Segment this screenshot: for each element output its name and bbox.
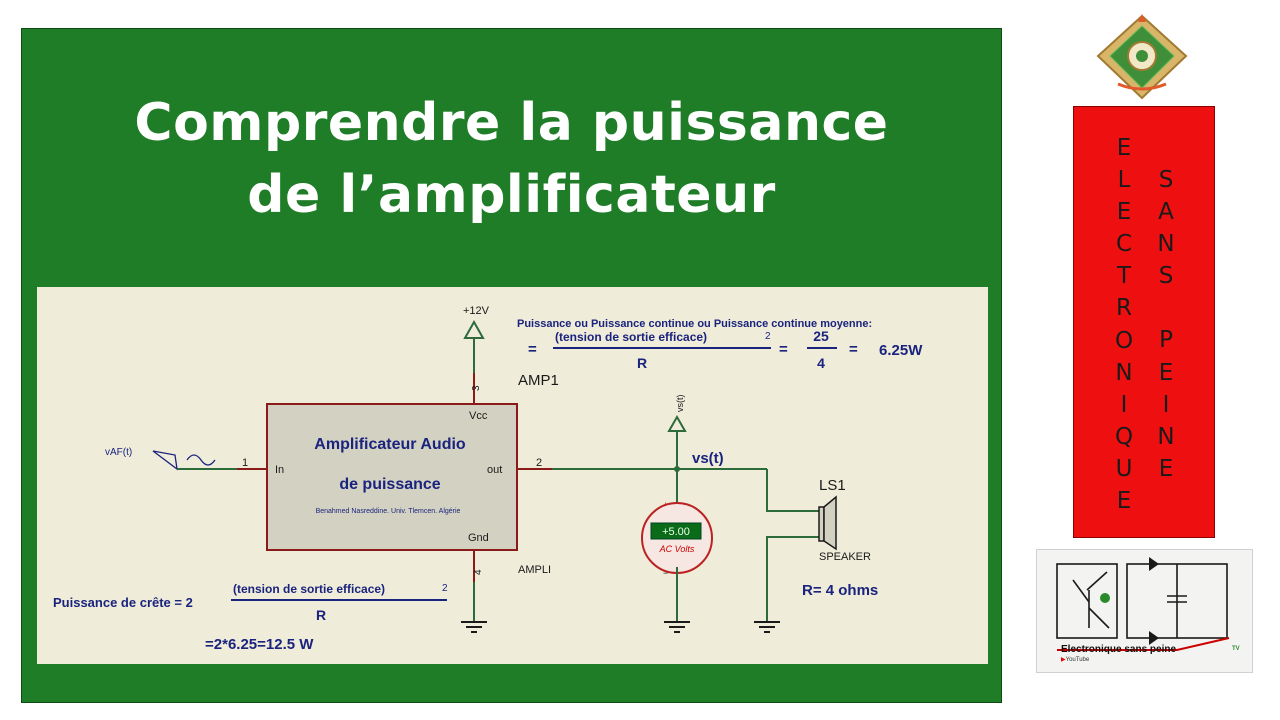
pin-number-3: 3: [471, 385, 482, 391]
avg-denominator: R: [637, 355, 647, 371]
peak-result: =2*6.25=12.5 W: [205, 636, 314, 653]
voltmeter-value: +5.00: [662, 526, 690, 538]
banner-right-letter: [1151, 292, 1181, 324]
speaker-type: SPEAKER: [819, 551, 871, 563]
source-label: vAF(t): [105, 447, 132, 458]
banner-left-letter: E: [1116, 199, 1132, 226]
pin-vcc-label: Vcc: [469, 410, 488, 422]
node-label: vs(t): [692, 450, 724, 467]
banner-left-letter: E: [1116, 488, 1132, 515]
banner-left-letter: Q: [1114, 423, 1134, 450]
pin-number-2: 2: [536, 457, 542, 469]
banner-right-letter: N: [1157, 423, 1175, 450]
banner-left-letter: N: [1115, 359, 1133, 386]
amp-credit: Benahmed Nasreddine. Univ. Tlemcen. Algé…: [316, 508, 461, 515]
avg-value-num: 25: [813, 328, 829, 344]
peak-label: Puissance de crête = 2: [53, 595, 193, 610]
banner-right-letter: S: [1158, 167, 1174, 193]
banner-left-letter: T: [1116, 263, 1132, 290]
avg-numerator: (tension de sortie efficace): [555, 330, 707, 344]
probe-label: vs(t): [675, 395, 685, 413]
banner-left-letter: E: [1116, 135, 1132, 161]
avg-eq-1: =: [528, 341, 537, 358]
ground-icon: [461, 621, 487, 633]
pin-gnd-label: Gnd: [468, 532, 489, 544]
banner-right-letter: N: [1157, 231, 1175, 258]
banner-right-letter: E: [1158, 359, 1174, 386]
university-crest-logo: [1088, 14, 1196, 100]
youtube-icon: YouTube: [1061, 656, 1090, 663]
circuit-logo-icon: [1056, 557, 1230, 651]
banner-right-letter: P: [1159, 327, 1173, 354]
banner-left-letter: C: [1115, 231, 1133, 258]
logo-tv-badge: TV: [1232, 646, 1240, 652]
avg-value-den: 4: [817, 355, 825, 371]
banner-right-letter: A: [1158, 199, 1174, 226]
banner-left-letter: L: [1117, 167, 1131, 194]
ground-icon: [664, 621, 690, 633]
banner-left-letter: R: [1116, 295, 1132, 322]
amp-type-label: AMPLI: [518, 564, 551, 576]
banner-right-letter: I: [1162, 391, 1170, 418]
title-line-1: Comprendre la puissance: [134, 93, 889, 153]
resistance-value: R= 4 ohms: [802, 582, 878, 599]
pin-number-1: 1: [242, 457, 248, 469]
logo-caption: Electronique sans peine: [1061, 644, 1177, 655]
avg-eq-3: =: [849, 341, 858, 358]
channel-logo-card: Electronique sans peine YouTube TV: [1036, 549, 1253, 673]
avg-exponent: 2: [765, 331, 771, 342]
pin-number-4: 4: [473, 569, 484, 575]
banner-right-letter: E: [1158, 455, 1174, 482]
voltmeter-minus: −: [663, 568, 668, 578]
probe-arrow-icon: [667, 414, 687, 432]
peak-denominator: R: [316, 607, 326, 623]
banner-left-letter: I: [1120, 391, 1128, 418]
banner-right-letter: S: [1158, 263, 1174, 290]
pin-out-label: out: [487, 464, 502, 476]
voltmeter-unit: AC Volts: [659, 544, 695, 554]
slide-panel: Comprendre la puissance de l’amplificate…: [21, 28, 1002, 703]
signal-source-icon: [152, 450, 178, 471]
peak-exponent: 2: [442, 583, 448, 594]
speaker-icon: [823, 495, 837, 551]
circuit-schematic: +12V 3 AMP1 Vcc In out Gnd Amplificateur…: [37, 287, 988, 664]
voltmeter-display: [650, 522, 702, 540]
avg-power-heading: Puissance ou Puissance continue ou Puiss…: [517, 318, 872, 330]
peak-numerator: (tension de sortie efficace): [233, 582, 385, 596]
speaker-bottom-wire: [766, 536, 819, 622]
banner-left-letter: O: [1114, 327, 1134, 354]
avg-eq-2: =: [779, 341, 788, 358]
speaker-top-wire: [766, 469, 819, 512]
slide-title: Comprendre la puissance de l’amplificate…: [22, 87, 1001, 231]
banner-left-letter: U: [1115, 455, 1133, 482]
title-line-2: de l’amplificateur: [247, 165, 776, 225]
avg-result: 6.25W: [879, 342, 923, 359]
amp-name-line1: Amplificateur Audio: [314, 436, 466, 453]
sine-wave-icon: [186, 454, 216, 466]
speaker-designator: LS1: [819, 477, 846, 494]
ground-icon: [754, 621, 780, 633]
amp-name-line2: de puissance: [339, 476, 440, 493]
pin-in-label: In: [275, 464, 284, 476]
supply-label: +12V: [463, 305, 490, 317]
amplifier-block: [266, 403, 518, 551]
amp-designator: AMP1: [518, 372, 559, 389]
supply-arrow-icon: [463, 319, 485, 339]
